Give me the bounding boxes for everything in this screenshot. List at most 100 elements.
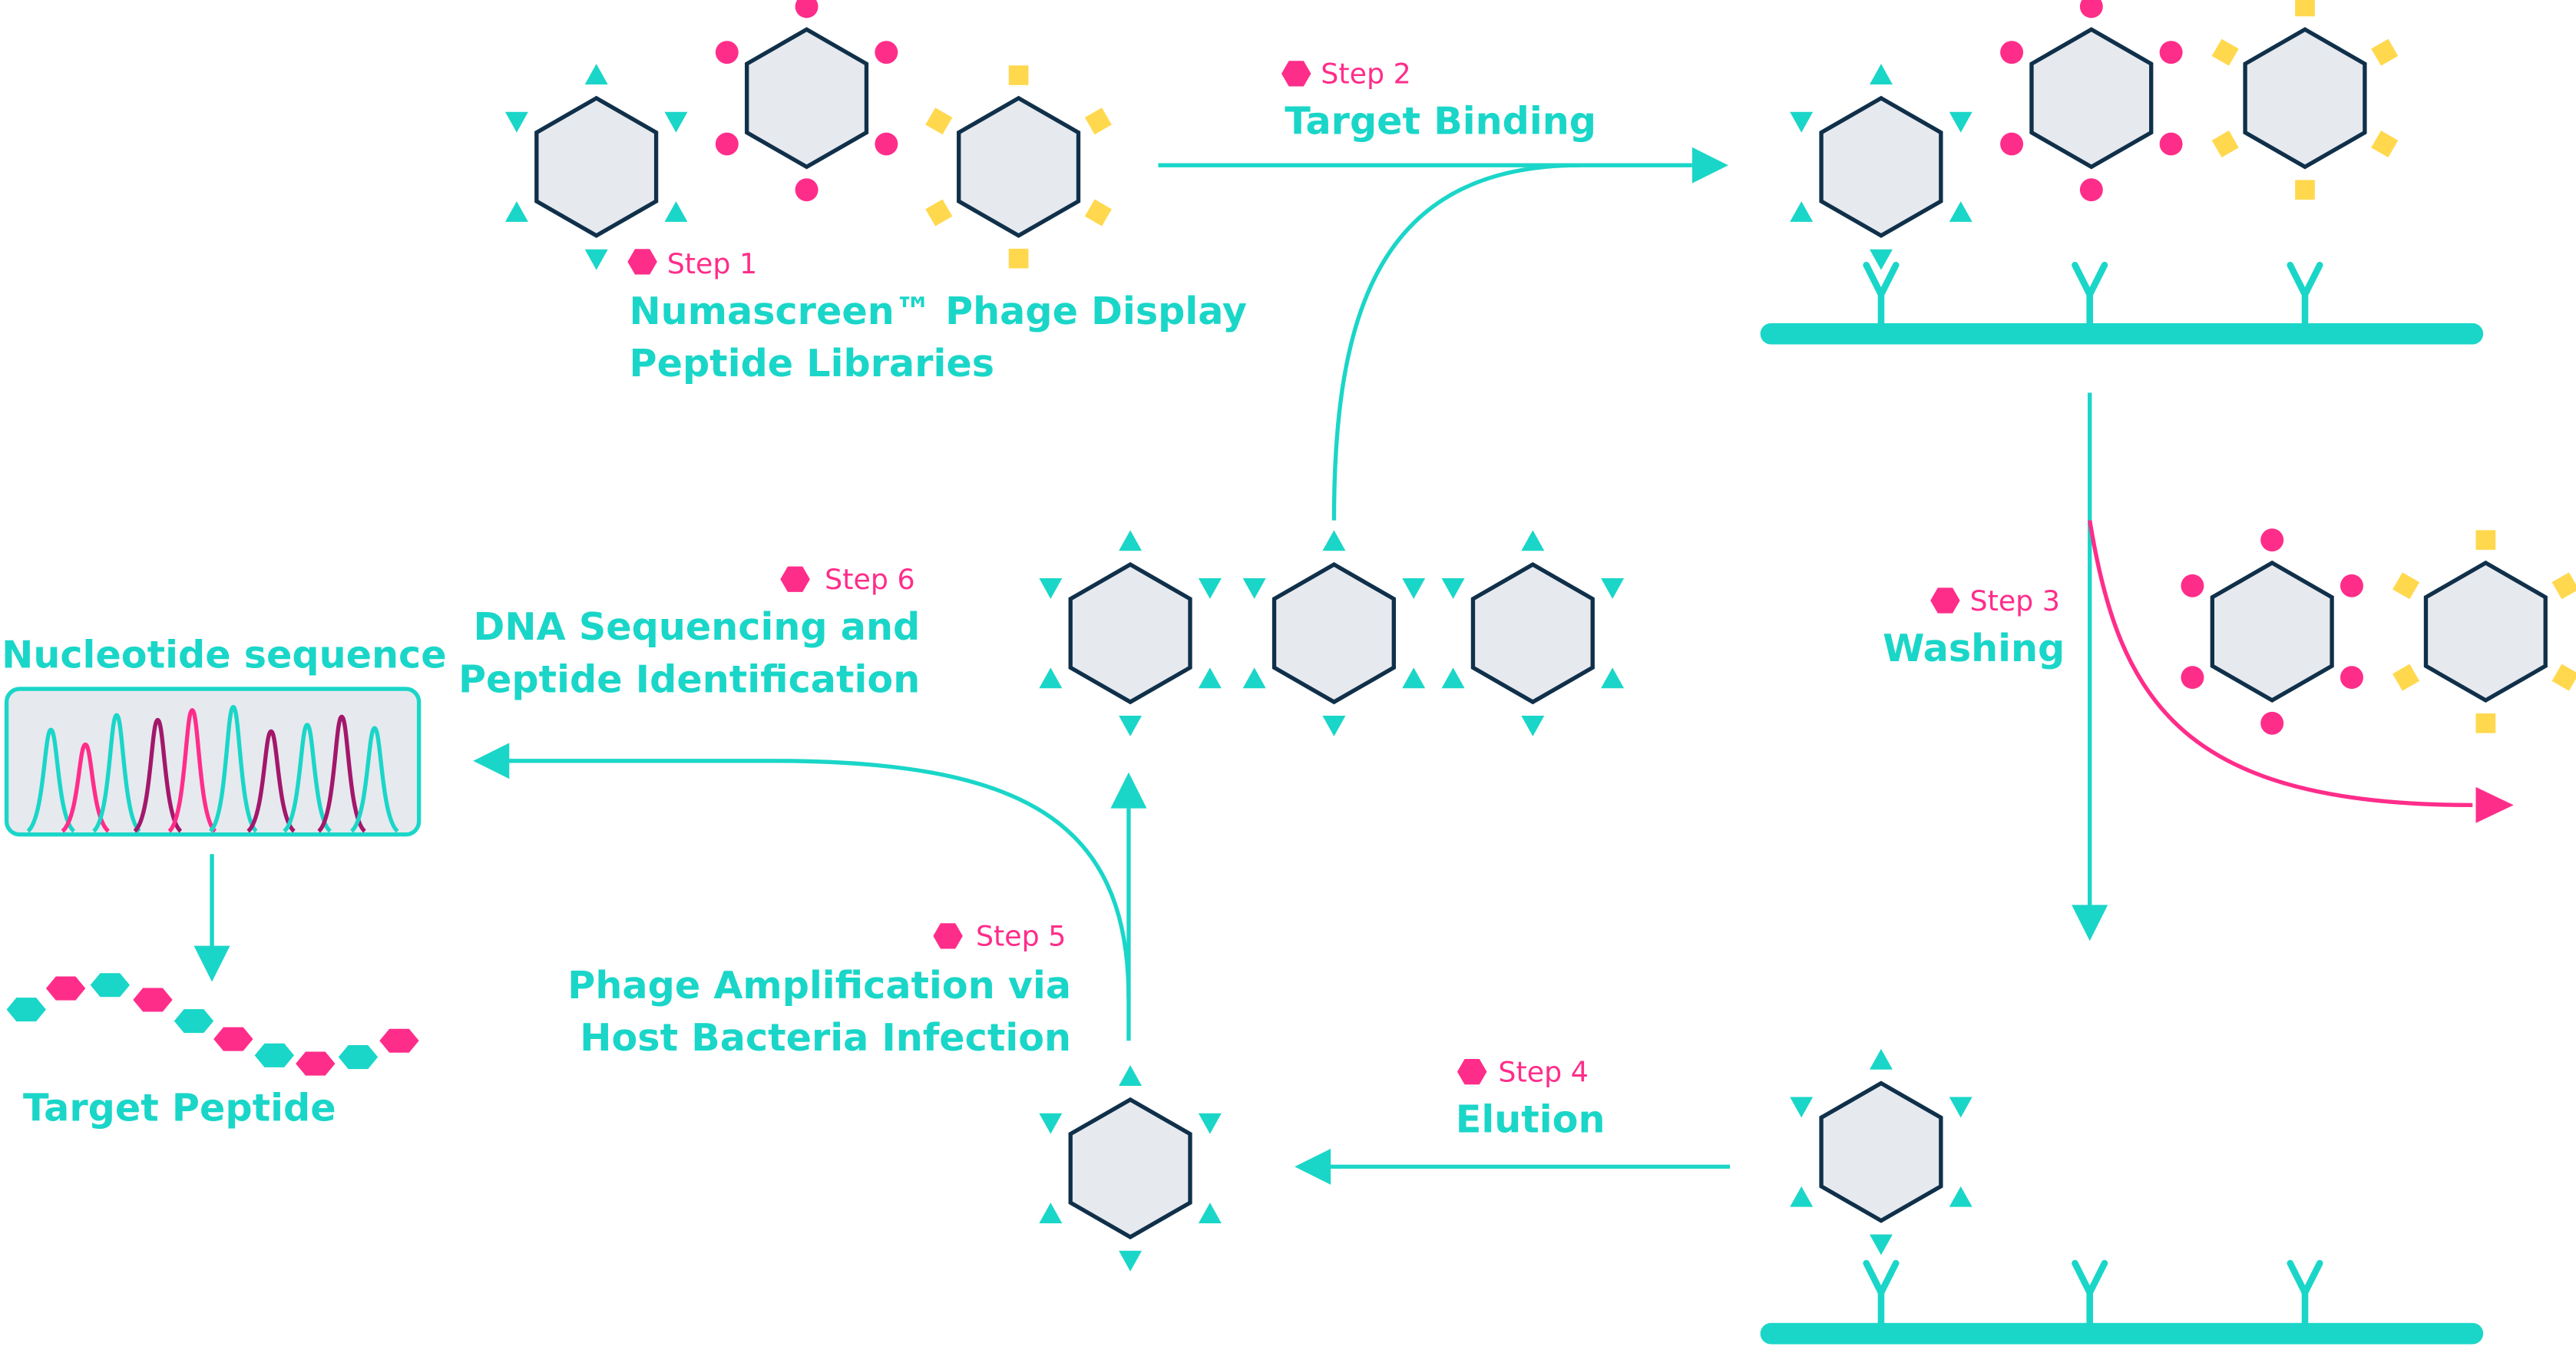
flow-arrows	[193, 147, 2514, 1185]
peptide-triangle	[664, 201, 688, 222]
arrowhead-binding	[1691, 147, 1728, 184]
phage-hexagon-icon	[1068, 1097, 1192, 1239]
peptide-triangle	[1039, 1113, 1063, 1134]
peptide-triangle	[1039, 667, 1063, 689]
peptide-dot	[875, 132, 898, 156]
step5-title-line2: Host Bacteria Infection	[580, 1015, 1071, 1060]
peptide-triangle	[1198, 1203, 1222, 1223]
library-phage-teal	[504, 64, 688, 270]
peptide-dot	[2181, 666, 2204, 690]
amino-acid-icon	[6, 998, 46, 1022]
peptide-dot	[715, 41, 739, 65]
peptide-square	[1084, 108, 1112, 135]
peptide-dot	[2340, 574, 2363, 597]
peptide-square	[2211, 131, 2239, 157]
step6-title-line2: Peptide Identification	[458, 657, 920, 701]
amino-acid-icon	[133, 988, 173, 1012]
arrowhead-amplification	[1295, 1148, 1331, 1185]
bound-phage-yellow	[2211, 0, 2399, 200]
peptide-triangle	[1119, 530, 1143, 551]
antibodies	[1863, 261, 2323, 1332]
peptide-dot	[2181, 574, 2204, 597]
sequence-peak	[167, 708, 217, 833]
peptide-triangle	[1790, 111, 1814, 133]
hexagon-marker-icon	[780, 566, 810, 592]
amplified-phage-2	[1242, 530, 1426, 736]
sequence-peak	[317, 714, 367, 833]
step5-title-line1: Phage Amplification via	[567, 963, 1071, 1008]
peptide-dot	[875, 41, 898, 65]
peptide-triangle	[1869, 1234, 1893, 1256]
peptide-triangle	[1039, 578, 1063, 599]
infecting-phage-teal	[1039, 1065, 1222, 1272]
sequence-peak	[208, 704, 258, 833]
eluted-phage-teal	[1790, 1048, 1973, 1256]
peptide-triangle	[1601, 578, 1625, 599]
phage-hexagon-icon	[2210, 560, 2334, 703]
amino-acid-icon	[213, 1027, 253, 1051]
sequence-peak	[349, 726, 399, 833]
peptide-square	[2392, 663, 2420, 691]
peptide-square	[2551, 663, 2576, 691]
peptide-dot	[715, 132, 739, 156]
peptide-triangle	[1198, 578, 1222, 599]
phage-particles	[504, 0, 2576, 1272]
arrow-to-sequencing	[506, 759, 1131, 998]
phage-hexagon-icon	[2029, 27, 2154, 170]
peptide-triangle	[1119, 716, 1143, 736]
peptide-dot	[2159, 132, 2183, 156]
peptide-triangle	[1441, 667, 1465, 689]
peptide-triangle	[1119, 1065, 1143, 1086]
peptide-triangle	[1198, 1113, 1222, 1134]
step-markers	[627, 61, 1960, 1085]
antibody-y-icon	[2072, 261, 2108, 334]
arrowhead-peptide	[193, 945, 230, 982]
peptide-square	[2475, 530, 2496, 550]
sequence-peak	[91, 713, 141, 833]
peptide-triangle	[664, 111, 688, 133]
step3-title: Washing	[1883, 626, 2065, 670]
peptide-triangle	[1869, 1048, 1893, 1070]
step3-tag: Step 3	[1970, 584, 2060, 617]
antibody-y-icon	[2072, 1259, 2108, 1332]
antibody-y-icon	[2287, 1259, 2323, 1332]
peptide-triangle	[584, 249, 608, 270]
peptide-square	[2371, 131, 2399, 157]
labels: Step 1 Numascreen™ Phage Display Peptide…	[2, 58, 2065, 1142]
arrowhead-sequencing	[473, 743, 510, 779]
peptide-dot	[2260, 528, 2284, 552]
phage-hexagon-icon	[534, 95, 659, 238]
amplified-phage-3	[1441, 530, 1625, 736]
bound-phage-pink	[2000, 0, 2183, 202]
peptide-dot	[2079, 0, 2103, 18]
phage-hexagon-icon	[1819, 95, 1943, 238]
amino-acid-icon	[296, 1051, 336, 1076]
antibody-y-icon	[2287, 261, 2323, 334]
peptide-dot	[795, 178, 818, 202]
peptide-triangle	[1242, 667, 1266, 689]
peptide-square	[2371, 38, 2399, 66]
hexagon-marker-icon	[933, 923, 963, 949]
hexagon-marker-icon	[1281, 61, 1311, 87]
peptide-triangle	[1601, 667, 1625, 689]
peptide-square	[2295, 0, 2315, 17]
step2-tag: Step 2	[1321, 58, 1410, 91]
peptide-square	[1008, 65, 1029, 85]
step1-title-line2: Peptide Libraries	[630, 341, 995, 385]
peptide-triangle	[1322, 530, 1346, 551]
peptide-triangle	[1402, 667, 1426, 689]
step6-title-line1: DNA Sequencing and	[474, 604, 921, 649]
arrow-washed-away	[2088, 520, 2473, 808]
target-peptide-chain	[6, 973, 419, 1076]
nucleotide-sequence-label: Nucleotide sequence	[2, 632, 446, 677]
peptide-triangle	[1039, 1203, 1063, 1223]
sequence-peak	[283, 723, 332, 833]
step4-title: Elution	[1456, 1097, 1605, 1142]
peptide-dot	[2000, 132, 2024, 156]
hexagon-marker-icon	[1930, 587, 1960, 614]
amino-acid-icon	[379, 1028, 419, 1053]
sequence-peak	[133, 717, 183, 833]
peptide-triangle	[1790, 1186, 1814, 1207]
